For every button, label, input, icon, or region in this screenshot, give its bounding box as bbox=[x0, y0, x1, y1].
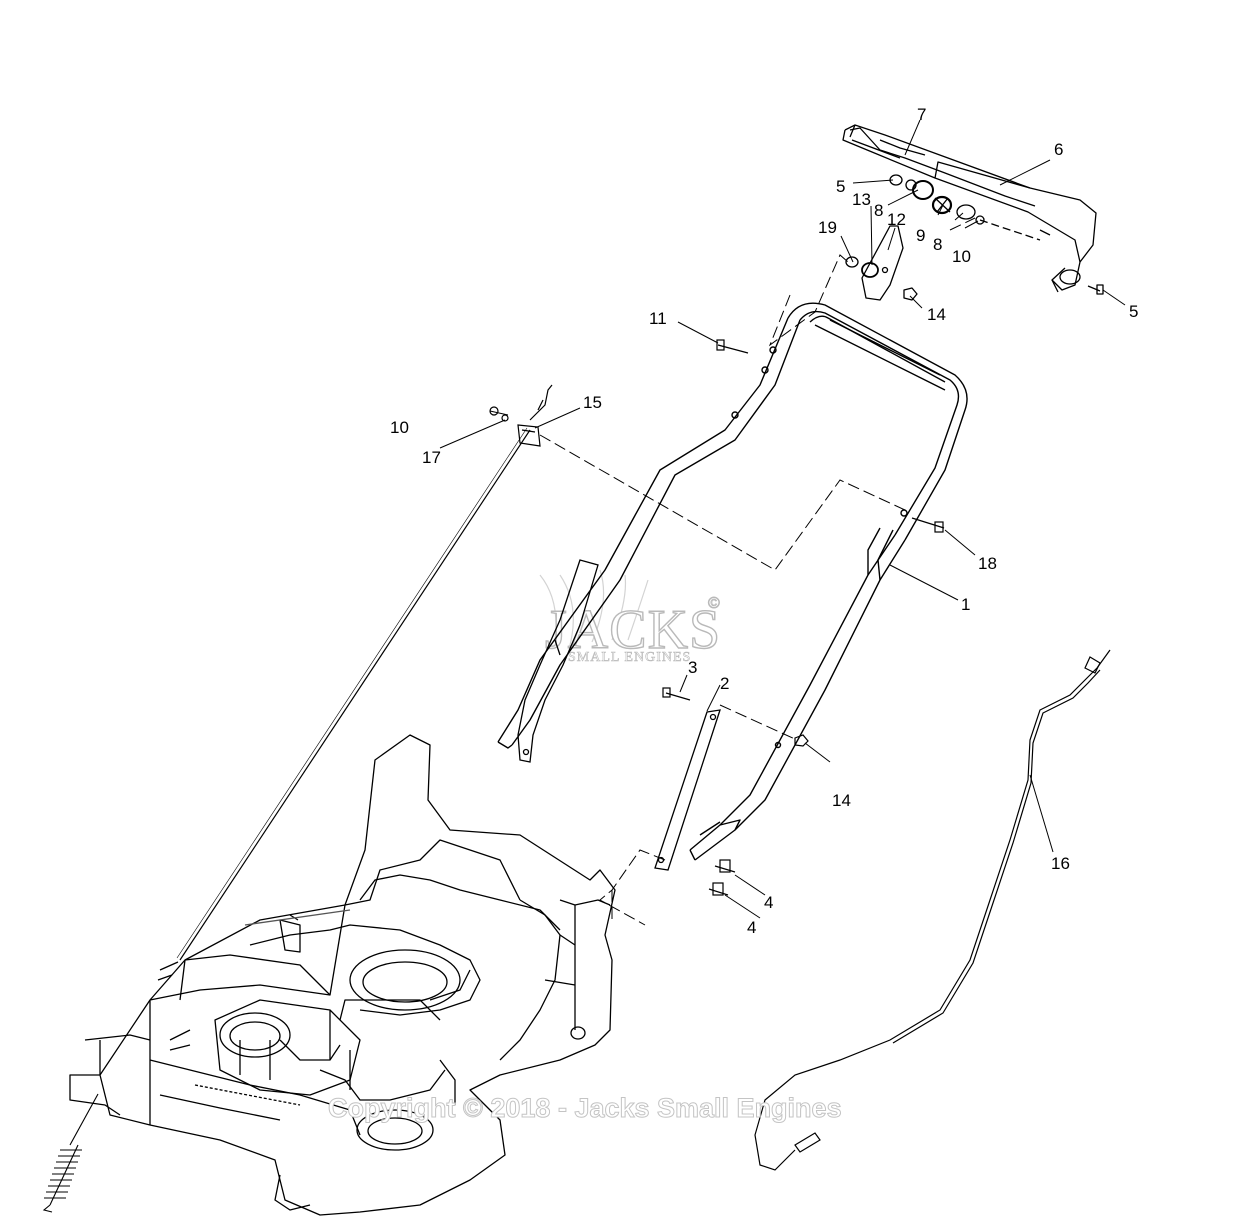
callout-11: 11 bbox=[649, 309, 667, 328]
handle-upper bbox=[497, 302, 968, 861]
watermark-logo-text: JACKS bbox=[545, 599, 721, 661]
callout-4b: 4 bbox=[747, 918, 756, 937]
assembly-lines bbox=[539, 217, 976, 926]
callout-3: 3 bbox=[688, 658, 697, 677]
control-cable-left bbox=[176, 427, 531, 961]
callout-9: 9 bbox=[916, 226, 925, 245]
watermark-logo: JACKS © SMALL ENGINES bbox=[539, 569, 721, 665]
callout-7: 7 bbox=[917, 105, 926, 124]
copyright-watermark: Copyright © 2018 - Jacks Small Engines bbox=[328, 1093, 842, 1123]
watermark-registered: © bbox=[708, 595, 720, 612]
callout-13: 13 bbox=[852, 190, 871, 209]
callout-1: 1 bbox=[961, 595, 970, 614]
callout-18: 18 bbox=[978, 554, 997, 573]
callout-6: 6 bbox=[1054, 140, 1063, 159]
handle-lower-left bbox=[517, 559, 599, 763]
hardware bbox=[489, 339, 945, 896]
spring bbox=[42, 1093, 99, 1213]
callout-8a: 8 bbox=[874, 201, 883, 220]
callout-12: 12 bbox=[887, 210, 906, 229]
cable-16 bbox=[754, 649, 1111, 1171]
callout-10a: 10 bbox=[952, 247, 971, 266]
callout-15: 15 bbox=[583, 393, 602, 412]
part-2-bar bbox=[654, 709, 721, 871]
callout-19: 19 bbox=[818, 218, 837, 237]
mower-deck bbox=[69, 734, 616, 1216]
leader-lines bbox=[439, 119, 1126, 919]
callout-17: 17 bbox=[422, 448, 441, 467]
callout-5b: 5 bbox=[1129, 302, 1138, 321]
callout-4a: 4 bbox=[764, 893, 773, 912]
callout-14b: 14 bbox=[832, 791, 851, 810]
callout-10b: 10 bbox=[390, 418, 409, 437]
callout-16: 16 bbox=[1051, 854, 1070, 873]
watermark-logo-subtitle: SMALL ENGINES bbox=[568, 650, 691, 665]
callout-14a: 14 bbox=[927, 305, 946, 324]
callout-5a: 5 bbox=[836, 177, 845, 196]
control-bar bbox=[842, 124, 1104, 301]
callout-2: 2 bbox=[720, 674, 729, 693]
callout-8b: 8 bbox=[933, 235, 942, 254]
callout-labels: 1 2 3 4 4 5 5 6 7 8 8 9 10 10 11 12 13 1… bbox=[390, 105, 1138, 937]
